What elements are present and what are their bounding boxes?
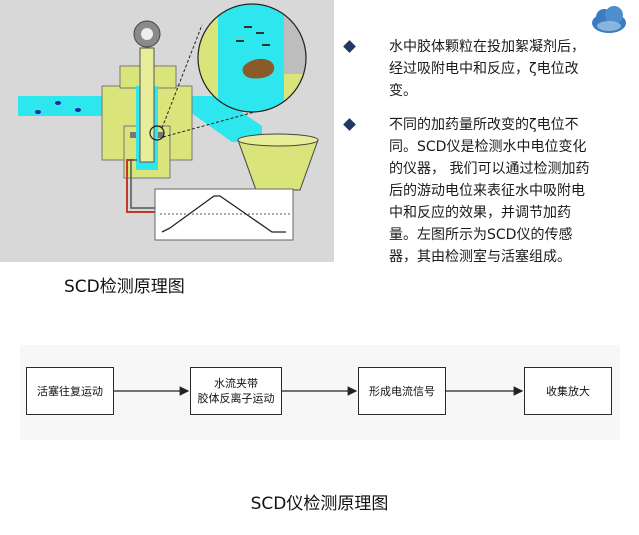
particle: [35, 110, 41, 114]
outlet-pipe: [190, 96, 262, 142]
zoom-line: [162, 109, 263, 138]
particle: [75, 108, 81, 112]
diamond-bullet-icon: [343, 118, 356, 131]
bullet-item: 水中胶体颗粒在投加絮凝剂后，经过吸附电中和反应，ζ电位改变。: [343, 36, 593, 102]
bullet-text: 水中胶体颗粒在投加絮凝剂后，经过吸附电中和反应，ζ电位改变。: [389, 39, 585, 99]
flow-arrows: [114, 386, 524, 396]
collector-bowl: [237, 139, 319, 191]
collector-rim: [237, 133, 319, 147]
flow-step-piston: 活塞往复运动: [26, 367, 114, 415]
bullet-text: 不同的加药量所改变的ζ电位不同。SCD仪是检测水中电位变化的仪器， 我们可以通过…: [389, 117, 590, 265]
explanation-list: 水中胶体颗粒在投加絮凝剂后，经过吸附电中和反应，ζ电位改变。 不同的加药量所改变…: [343, 36, 593, 280]
flow-step-water-flow: 水流夹带 胶体反离子运动: [190, 367, 282, 415]
piston-rod: [139, 47, 155, 163]
sensor-drawing: [18, 3, 319, 241]
flow-caption: SCD仪检测原理图: [250, 494, 389, 514]
signal-cable-2: [130, 159, 155, 209]
zoomed-chamber-view: [198, 4, 306, 112]
bullet-item: 不同的加药量所改变的ζ电位不同。SCD仪是检测水中电位变化的仪器， 我们可以通过…: [343, 114, 593, 268]
inlet-pipe: [18, 96, 118, 116]
electrode: [130, 132, 136, 138]
signal-curve: [161, 195, 286, 233]
diamond-bullet-icon: [343, 40, 356, 53]
particle: [55, 101, 61, 105]
flow-step-current-signal: 形成电流信号: [358, 367, 446, 415]
signal-cable: [126, 159, 155, 213]
sensor-caption: SCD检测原理图: [64, 277, 185, 297]
zoom-line: [161, 24, 203, 129]
scd-sensor-illustration: [0, 0, 334, 262]
zoom-circle: [197, 3, 307, 113]
zoom-marker: [149, 125, 165, 141]
piston-knob-center: [141, 28, 153, 40]
flow-step-amplify: 收集放大: [524, 367, 612, 415]
cloud-logo-icon: [592, 6, 626, 33]
electrode: [158, 132, 164, 138]
